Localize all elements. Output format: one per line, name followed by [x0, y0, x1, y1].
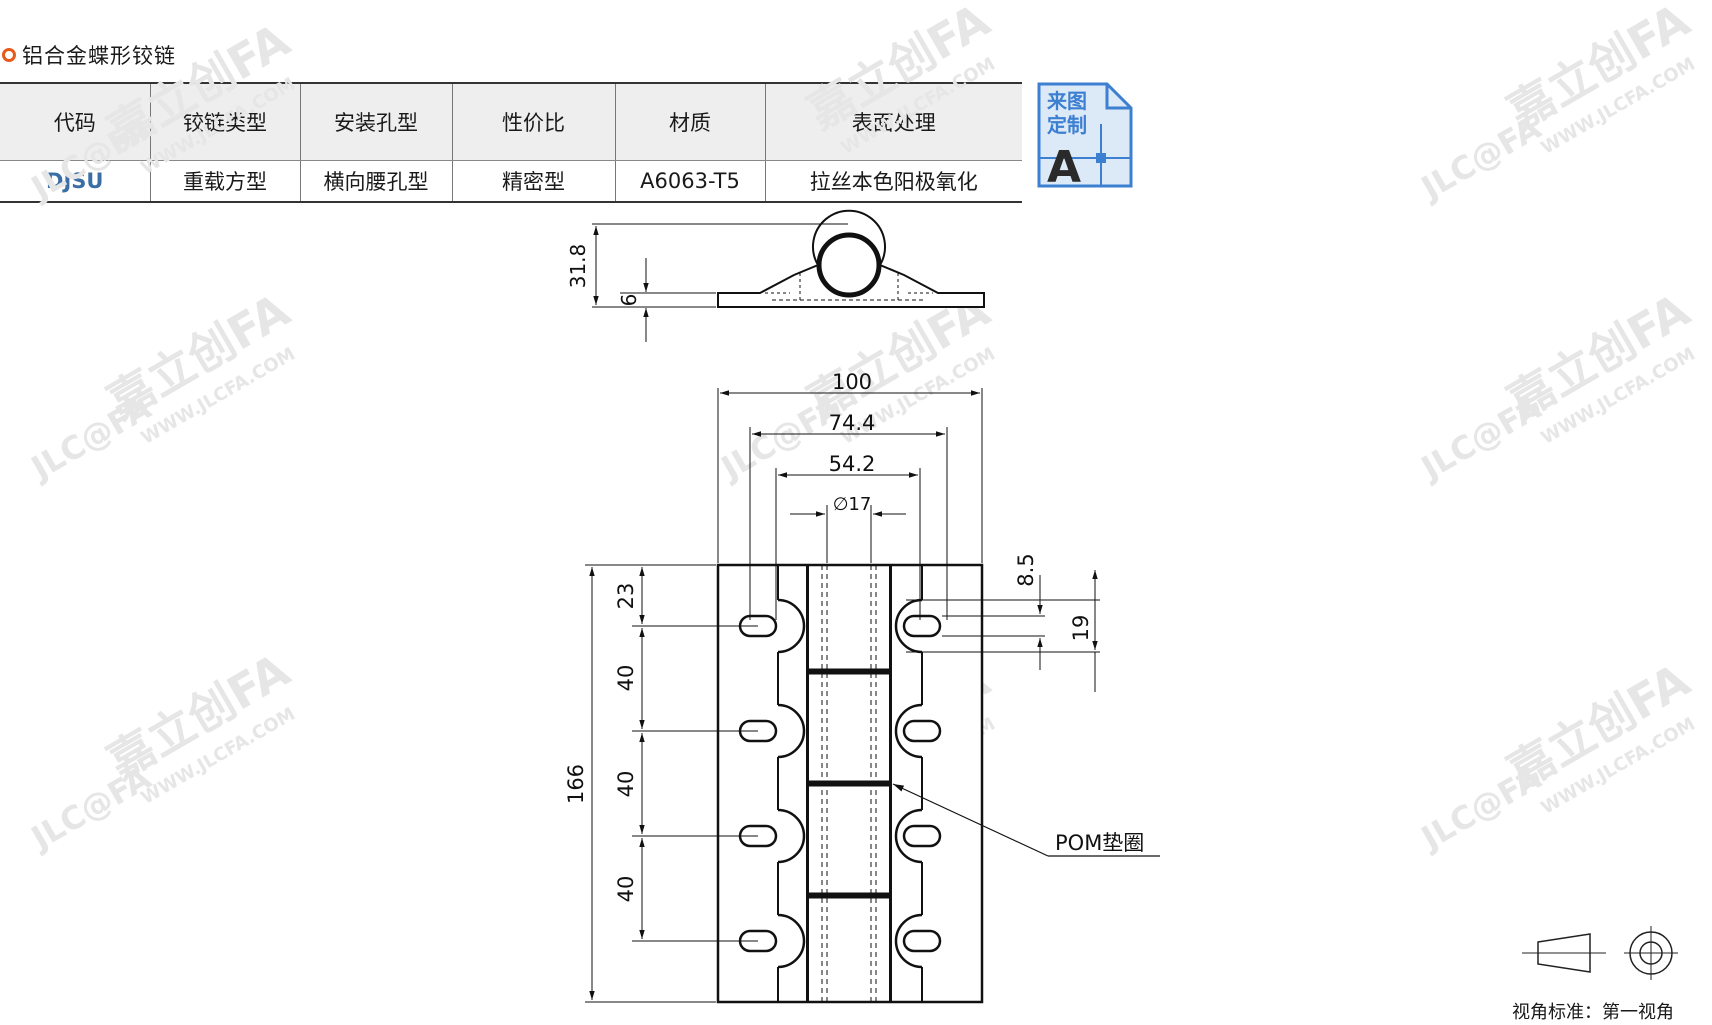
circle-bullet-icon	[2, 48, 16, 62]
header-surface: 表面处理	[765, 83, 1022, 161]
header-material: 材质	[615, 83, 766, 161]
badge-line1: 来图	[1046, 89, 1087, 113]
dim-side-height: 31.8	[566, 244, 590, 289]
side-view	[592, 209, 985, 342]
cell-value: 精密型	[452, 160, 616, 202]
table-row: DJSU 重载方型 横向腰孔型 精密型 A6063-T5 拉丝本色阳极氧化	[0, 160, 1022, 202]
header-value: 性价比	[452, 83, 616, 161]
dim-hole-pitch-inner: 54.2	[829, 452, 876, 476]
dim-top-offset: 23	[614, 583, 638, 610]
cell-material: A6063-T5	[615, 160, 766, 202]
spec-table: 代码 铰链类型 安装孔型 性价比 材质 表面处理 DJSU 重载方型 横向腰孔型…	[0, 82, 1022, 203]
dim-slot-width: 8.5	[1014, 553, 1038, 586]
header-hinge-type: 铰链类型	[150, 83, 301, 161]
header-code: 代码	[0, 83, 151, 161]
badge-line2: 定制	[1047, 113, 1087, 137]
svg-text:JLC@FA: JLC@FA	[23, 759, 157, 858]
table-header-row: 代码 铰链类型 安装孔型 性价比 材质 表面处理	[0, 83, 1022, 161]
svg-text:JLC@FA: JLC@FA	[713, 389, 847, 488]
badge-letter: A	[1047, 142, 1081, 188]
header-hole-type: 安装孔型	[300, 83, 453, 161]
cell-surface: 拉丝本色阳极氧化	[809, 170, 978, 194]
cell-hole-type: 横向腰孔型	[300, 160, 453, 202]
view-standard-label: 视角标准：第一视角	[1512, 1002, 1674, 1023]
dim-width-total: 100	[832, 370, 872, 394]
svg-text:JLC@FA: JLC@FA	[1413, 109, 1547, 208]
svg-text:JLC@FA: JLC@FA	[23, 109, 157, 208]
dim-slot-length: 19	[1069, 615, 1093, 642]
dim-total-length: 166	[564, 764, 588, 804]
section-title: 铝合金蝶形铰链	[2, 40, 176, 70]
custom-drawing-badge: 来图 定制 A	[1037, 82, 1133, 188]
dim-side-base: 6	[617, 294, 641, 307]
cell-code[interactable]: DJSU	[0, 160, 151, 202]
dim-hole-pitch-outer: 74.4	[829, 411, 876, 435]
page-title: 铝合金蝶形铰链	[22, 44, 176, 68]
first-angle-projection-icon	[1522, 926, 1678, 980]
svg-text:JLC@FA: JLC@FA	[1413, 389, 1547, 488]
front-view	[585, 388, 1160, 1004]
svg-text:JLC@FA: JLC@FA	[23, 389, 157, 488]
dim-pitch-1: 40	[614, 665, 638, 692]
pom-washer-callout: POM垫圈	[1055, 831, 1144, 855]
dim-pin-diameter: ∅17	[833, 494, 872, 515]
dim-pitch-2: 40	[614, 771, 638, 798]
dim-pitch-3: 40	[614, 876, 638, 903]
svg-text:JLC@FA: JLC@FA	[1413, 759, 1547, 858]
cell-hinge-type: 重载方型	[150, 160, 301, 202]
